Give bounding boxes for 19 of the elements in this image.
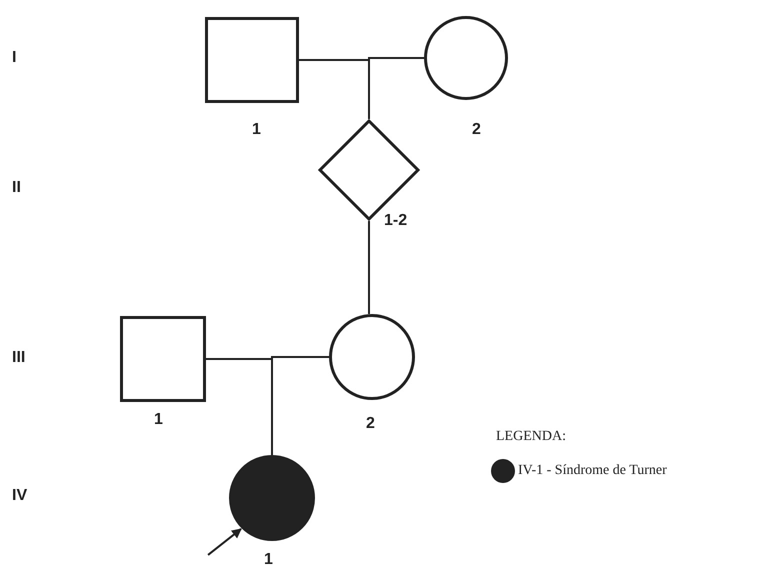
- pedigree-line: [368, 221, 370, 314]
- individual-number: 1: [154, 412, 163, 428]
- generation-label: I: [12, 50, 16, 66]
- legend-title: LEGENDA:: [496, 430, 566, 444]
- female-circle: [329, 314, 415, 400]
- male-square: [120, 316, 206, 402]
- generation-label: IV: [12, 488, 28, 504]
- individual-number: 1: [252, 122, 261, 138]
- generation-label: II: [12, 180, 21, 196]
- individual-number: 1: [264, 552, 273, 568]
- proband-arrow: [207, 528, 242, 556]
- legend-text: IV-1 - Síndrome de Turner: [518, 464, 667, 478]
- individual-number: 2: [472, 122, 481, 138]
- generation-label: III: [12, 350, 26, 366]
- male-square: [205, 17, 299, 103]
- affected-female-circle: [229, 455, 315, 541]
- individual-number: 1-2: [384, 213, 408, 229]
- female-circle: [424, 16, 508, 100]
- individual-number: 2: [366, 416, 375, 432]
